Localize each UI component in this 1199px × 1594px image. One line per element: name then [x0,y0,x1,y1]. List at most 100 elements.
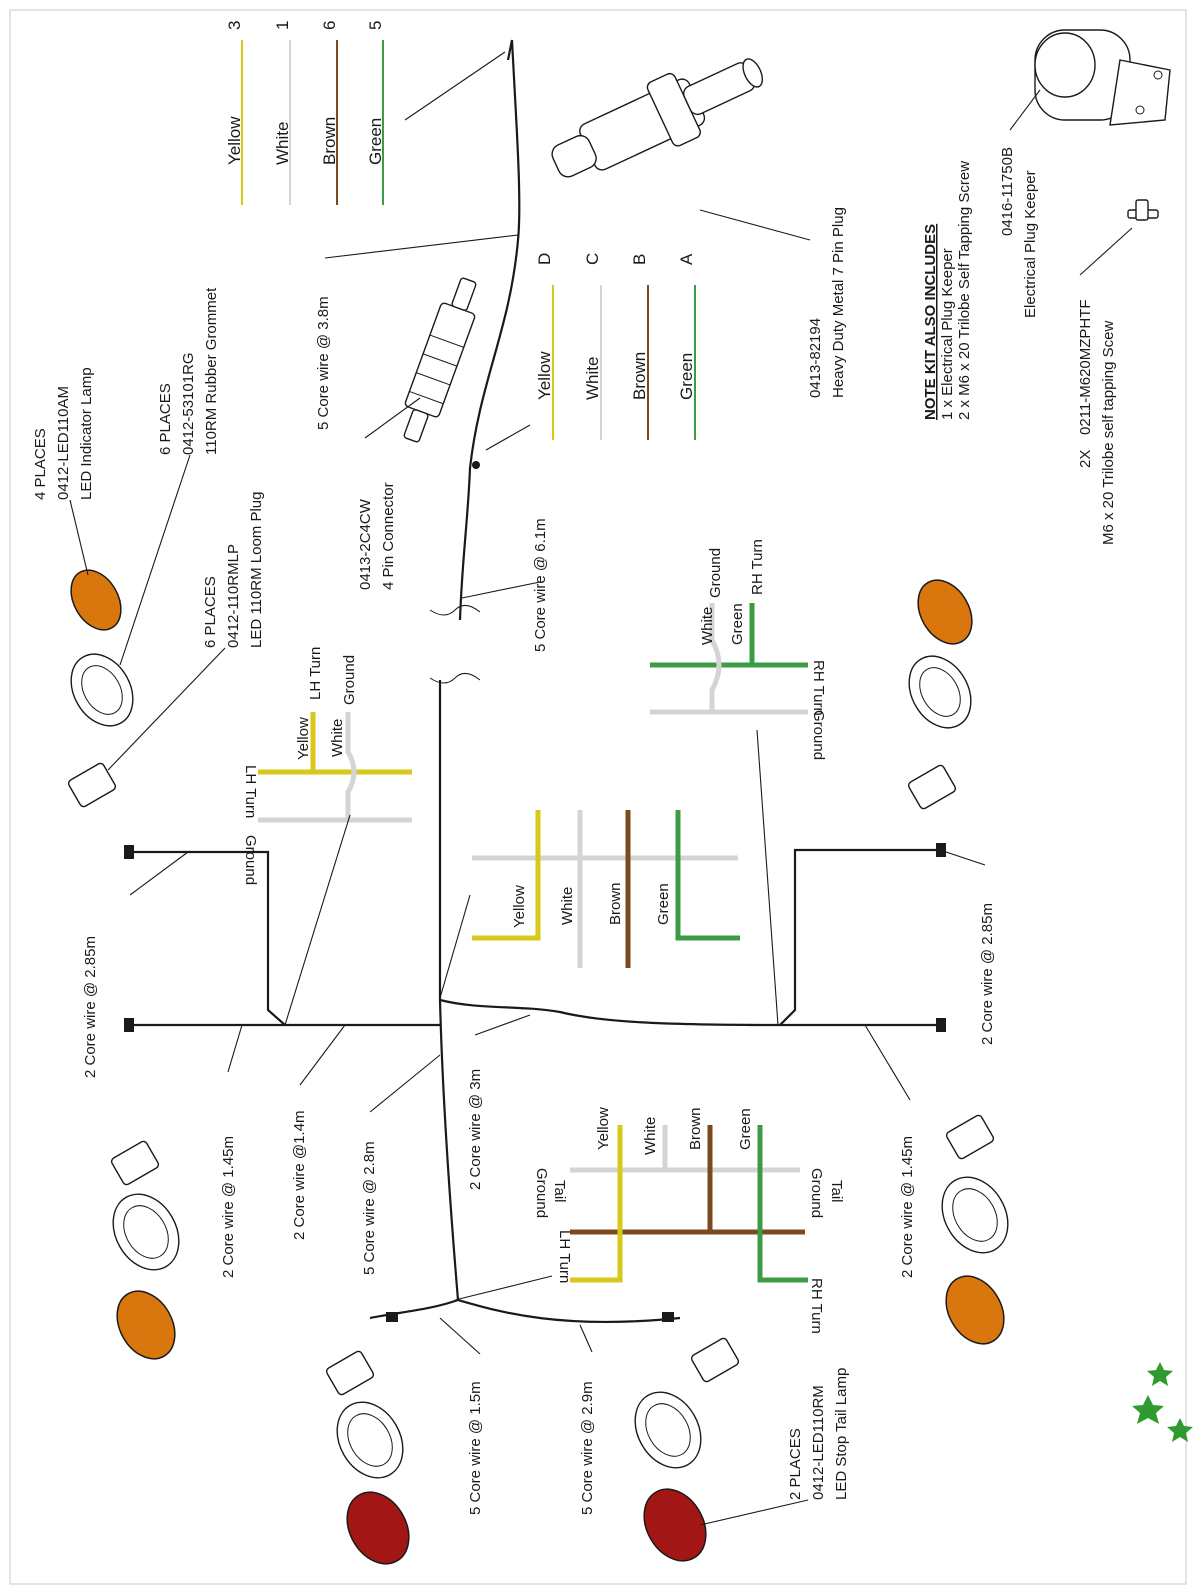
indicator-lamp-icon [945,1275,1005,1345]
note-heading: NOTE KIT ALSO INCLUDES [922,224,939,420]
plug-cap [551,134,597,178]
star-icon [1147,1362,1173,1386]
break-mark-2 [429,673,481,684]
wire-label-14: 2 Core wire @1.4m [291,1111,308,1240]
wire-label-285-left: 2 Core wire @ 2.85m [82,936,99,1078]
center-brown-label: Brown [607,882,624,925]
stop-tail-lamp-icon [346,1491,410,1565]
plug7-desc: Heavy Duty Metal 7 Pin Plug [830,207,847,398]
loom-plug-icon [907,764,957,810]
indicator-lamp-icon [70,569,122,631]
center-green [675,810,740,941]
leader [579,1324,593,1353]
left-indicator-drop [130,850,286,1026]
leader [119,454,191,666]
grommet-icon [908,655,972,729]
wire-label-38: 5 Core wire @ 3.8m [315,296,332,430]
note-line-2: 2 x M6 x 20 Trilobe Self Tapping Screw [956,161,973,420]
loom-plug-icon [325,1350,375,1396]
leader [299,1024,346,1086]
stop-tail-qty: 2 PLACES [787,1428,804,1500]
leader [939,849,986,866]
plug-keeper-image [1034,29,1171,126]
legend-4pin-yellow: Yellow [535,351,554,400]
legend-4pin-brown: Brown [630,352,649,400]
wire-label-15: 5 Core wire @ 1.5m [467,1381,484,1515]
break-mark-1 [429,605,481,616]
loom-plug-icon [945,1114,995,1160]
screw-qty: 2X [1077,450,1094,468]
screw-code: 0211-M620MZPHTF [1077,299,1094,435]
grommet-qty: 6 PLACES [157,383,174,455]
leaders [69,51,1133,1526]
legend-7pin-brown: Brown [320,117,339,165]
grommet-inner [919,667,961,717]
stop-tail-code: 0412-LED110RM [810,1385,827,1500]
leader [107,647,226,771]
indicator-code: 0412-LED110AM [55,386,72,500]
leader [454,1275,553,1301]
grommet-inner [81,665,123,715]
wire-label-285-right: 2 Core wire @ 2.85m [979,903,996,1045]
grommet-inner [347,1413,393,1467]
leader [324,234,519,259]
legend-4pin-green: Green [677,353,696,400]
rear-brown-label: Brown [687,1107,704,1150]
connector-desc: 4 Pin Connector [380,482,397,590]
right-indicator-drop [779,848,940,1026]
rh-rhturn-label: RH Turn [749,539,766,595]
rear-yellow-label: Yellow [595,1107,612,1150]
wire-tip [124,1018,134,1032]
grommet-desc: 110RM Rubber Grommet [203,287,220,455]
wire-tip [386,1312,398,1322]
loom-plug-desc: LED 110RM Loom Plug [248,492,265,648]
lh-ground-label-2: Ground [341,655,358,705]
legend-7pin-yellow: Yellow [225,116,244,165]
indicator-desc: LED Indicator Lamp [78,367,95,500]
grommet-inner [123,1205,169,1259]
legend-4pin-letter-3: A [677,253,696,265]
four-pin-connector [403,277,477,443]
wire-tip [662,1312,674,1322]
legend-4pin-letter-2: B [630,254,649,265]
leader [404,51,506,121]
legend-7pin-num-2: 6 [320,21,339,30]
leader [439,1317,481,1355]
center-yellow [472,810,541,941]
indicator-qty: 4 PLACES [32,428,49,500]
rh-ground-label: Ground [810,710,827,760]
connector-code: 0413-2C4CW [357,498,374,590]
legend-4pin-white: White [583,357,602,400]
keeper-face [1034,32,1096,98]
loom-plug-qty: 6 PLACES [202,576,219,648]
legend-7pin-white: White [273,122,292,165]
rear-tail-label: Tail [551,1180,568,1203]
wire-label-145-right: 2 Core wire @ 1.45m [899,1136,916,1278]
leader [227,1024,243,1073]
wire-label-3: 2 Core wire @ 3m [467,1069,484,1190]
center-white-label: White [559,887,576,925]
screw-shank [1135,199,1149,221]
stop-tail-lamp-icon [643,1488,707,1562]
center-wire-detail [472,810,740,968]
legend-4pin-letter-0: D [535,253,554,265]
legend-7pin [241,40,384,205]
leader [864,1024,911,1101]
grommet-icon [112,1193,180,1271]
plug7-code: 0413-82194 [807,318,824,398]
rh-ground-label-2: Ground [707,548,724,598]
leader [129,851,189,896]
keeper-hole [1135,105,1145,115]
leader [699,209,811,241]
rear-lhturn-label: LH Turn [556,1230,573,1283]
rh-wire-detail [650,603,808,715]
lh-wire-detail [258,712,412,823]
plug-mouth [742,58,764,88]
loom-plug-code: 0412-110RMLP [225,544,242,648]
wire-tip [936,1018,946,1032]
connector-tail [403,409,429,443]
grommet-inner [645,1403,691,1457]
leader [1009,89,1041,131]
note-line-1: 1 x Electrical Plug Keeper [939,248,956,420]
